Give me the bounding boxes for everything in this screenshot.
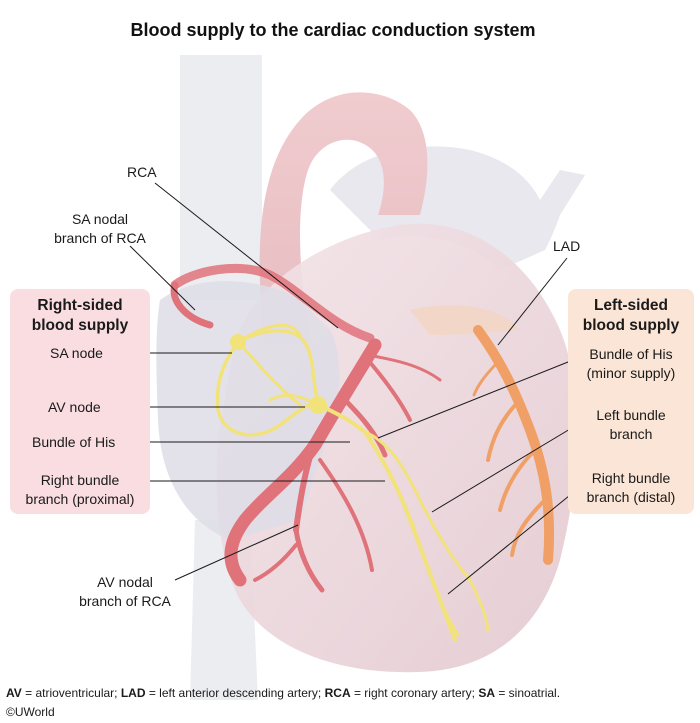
- conduction-system: [215, 323, 490, 642]
- lbb-line2: branch: [609, 426, 653, 442]
- leader-bundle-his-left: [377, 359, 574, 439]
- leader-lbb: [431, 419, 586, 513]
- sa-nodal-line2: branch of RCA: [54, 230, 146, 246]
- footnote-lad-abbr: LAD: [120, 686, 146, 700]
- footnote-av-abbr: AV: [6, 686, 22, 700]
- leader-rbb-distal: [447, 482, 586, 595]
- leader-lad: [497, 257, 568, 346]
- av-nodal-line2: branch of RCA: [79, 593, 171, 609]
- leader-sa-nodal: [129, 245, 196, 311]
- left-box-title-line1: Left-sided: [593, 297, 669, 314]
- footnote-sa-def: = sinoatrial.: [495, 686, 561, 700]
- his-left-line2: (minor supply): [586, 365, 676, 381]
- footnote-rca-abbr: RCA: [324, 686, 351, 700]
- abbreviation-footnote: AV = atrioventricular; LAD = left anteri…: [6, 686, 560, 700]
- figure-title: Blood supply to the cardiac conduction s…: [130, 20, 536, 40]
- left-sided-supply-box: [568, 289, 694, 514]
- left-box-title: Left-sided blood supply: [568, 296, 694, 336]
- label-sa-nodal-branch: SA nodal branch of RCA: [40, 210, 160, 248]
- right-box-title-line1: Right-sided: [37, 297, 123, 314]
- right-sided-supply-box: [10, 289, 150, 514]
- rbb-proximal-line1: Right bundle: [40, 472, 120, 488]
- leader-lines: [116, 182, 586, 595]
- label-right-bundle-branch-proximal: Right bundle branch (proximal): [12, 471, 148, 509]
- right-box-title-line2: blood supply: [31, 317, 129, 334]
- footnote-rca-def: = right coronary artery;: [350, 686, 479, 700]
- left-box-title-line2: blood supply: [582, 317, 680, 334]
- label-av-nodal-branch: AV nodal branch of RCA: [65, 573, 185, 611]
- rbb-proximal-line2: branch (proximal): [25, 491, 135, 507]
- label-lad: LAD: [553, 238, 581, 254]
- lbb-line1: Left bundle: [596, 407, 666, 423]
- label-sa-node: SA node: [50, 345, 103, 361]
- right-box-title: Right-sided blood supply: [10, 296, 150, 336]
- rbb-distal-line1: Right bundle: [591, 470, 671, 486]
- footnote-sa-abbr: SA: [478, 686, 495, 700]
- leader-rca: [154, 182, 339, 329]
- label-bundle-of-his-right: Bundle of His: [32, 434, 116, 450]
- sa-nodal-line1: SA nodal: [71, 211, 129, 227]
- label-rca: RCA: [127, 164, 157, 180]
- his-left-line1: Bundle of His: [589, 346, 673, 362]
- copyright-notice: ©UWorld: [6, 705, 55, 719]
- label-right-bundle-branch-distal: Right bundle branch (distal): [568, 469, 694, 507]
- leader-av-nodal: [174, 524, 299, 581]
- av-nodal-line1: AV nodal: [97, 574, 153, 590]
- footnote-lad-def: = left anterior descending artery;: [145, 686, 325, 700]
- left-anterior-descending-artery: [472, 325, 555, 565]
- label-left-bundle-branch: Left bundle branch: [568, 406, 694, 444]
- label-av-node: AV node: [48, 399, 101, 415]
- label-bundle-of-his-left: Bundle of His (minor supply): [568, 345, 694, 383]
- rbb-distal-line2: branch (distal): [586, 489, 676, 505]
- footnote-av-def: = atrioventricular;: [21, 686, 121, 700]
